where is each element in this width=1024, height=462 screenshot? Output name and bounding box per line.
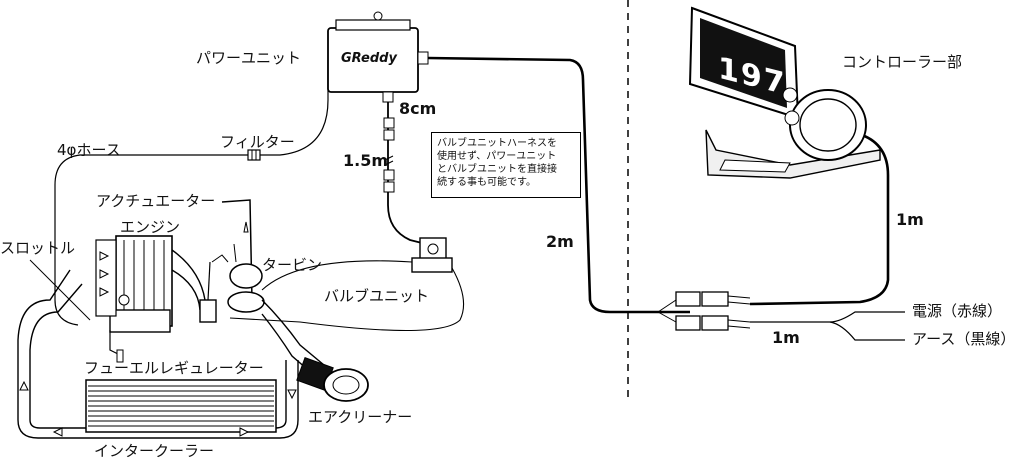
label-1m-bottom: 1m: [772, 328, 800, 347]
label-8cm: 8cm: [399, 99, 437, 118]
power-lead: [750, 311, 905, 323]
label-2m: 2m: [546, 232, 574, 251]
label-fuel-regulator: フューエルレギュレーター: [84, 359, 264, 377]
brand-logo: GReddy: [341, 51, 397, 66]
actuator-body: [199, 254, 229, 323]
label-throttle: スロットル: [0, 239, 76, 257]
callout-note: バルブユニットハーネスを 使用せず、パワーユニット とバルブユニットを直接接 続…: [431, 132, 581, 198]
label-1m-top: 1m: [896, 210, 924, 229]
fuel-regulator: [109, 330, 124, 363]
engine-block: [95, 235, 206, 333]
valve-unit: [411, 237, 453, 273]
label-filter: フィルター: [220, 133, 295, 151]
label-controller: コントローラー部: [842, 53, 963, 71]
power-unit-box: [327, 11, 429, 103]
air-cleaner: [296, 356, 369, 402]
valve-hose-a: [261, 260, 413, 291]
callout-line: 使用せず、パワーユニット: [437, 151, 557, 162]
label-power-unit: パワーユニット: [196, 49, 302, 67]
flow-arrows: [19, 221, 297, 437]
ground-lead: [829, 321, 905, 341]
filter-icon: [247, 149, 261, 161]
label-turbine: タービン: [262, 256, 323, 274]
callout-line: バルブユニットハーネスを: [437, 138, 557, 149]
throttle-link: [29, 259, 91, 321]
valve-hose-b: [229, 267, 465, 332]
cable-2m: [427, 56, 690, 314]
intercooler-core: [85, 379, 277, 433]
label-ground: アース（黒線）: [912, 330, 1016, 348]
label-actuator: アクチュエーター: [96, 192, 216, 210]
controller-unit: [688, 6, 881, 179]
label-1-5m: 1.5m: [343, 151, 389, 170]
label-hose: 4φホース: [57, 141, 121, 159]
callout-line: とバルブユニットを直接接: [437, 164, 557, 175]
cable-1m-top: [749, 133, 890, 306]
callout-line: 続する事も可能です。: [437, 177, 536, 188]
label-intercooler: インタークーラー: [94, 442, 215, 460]
label-engine: エンジン: [120, 218, 181, 236]
label-valve-unit: バルブユニット: [324, 287, 430, 305]
harness-connectors: [657, 291, 751, 331]
vacuum-hose: [54, 60, 329, 326]
label-air-cleaner: エアクリーナー: [308, 408, 413, 426]
intake-pipe: [17, 340, 299, 439]
turbine-housing: [227, 263, 265, 313]
intake-duct: [261, 299, 331, 371]
harness-plugs: [383, 117, 395, 193]
valve-harness: [387, 102, 431, 246]
label-power: 電源（赤線）: [912, 302, 1003, 320]
